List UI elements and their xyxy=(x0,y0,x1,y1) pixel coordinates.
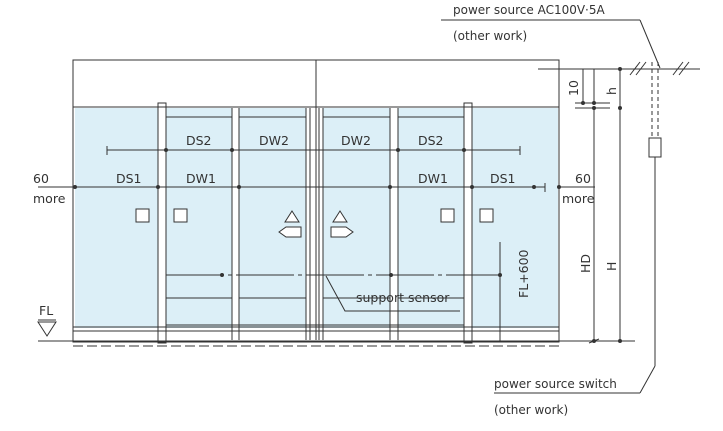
left-clearance-more: more xyxy=(33,191,66,206)
fix-handle-left xyxy=(135,208,150,223)
power-wiring xyxy=(441,19,700,394)
h-total-label: H xyxy=(604,262,619,271)
fl-floor-marker xyxy=(37,321,57,337)
ten-mm-label: 10 xyxy=(566,80,581,96)
power-switch-box xyxy=(648,137,662,158)
power-source-note: (other work) xyxy=(453,29,527,43)
leaf-handle-right xyxy=(440,208,455,223)
dw2-right-label: DW2 xyxy=(341,133,371,148)
height-dimensions xyxy=(538,68,621,344)
power-source-label: power source AC100V·5A xyxy=(453,3,606,17)
fix-handle-right xyxy=(479,208,494,223)
left-clearance-value: 60 xyxy=(33,171,49,186)
hd-label: HD xyxy=(578,254,593,273)
door-frames xyxy=(157,102,473,344)
up-arrow-sign-right xyxy=(332,210,348,223)
right-arrow-sign xyxy=(330,226,354,238)
dw1-right-label: DW1 xyxy=(418,171,448,186)
ds2-right-label: DS2 xyxy=(418,133,444,148)
ds1-right-label: DS1 xyxy=(490,171,516,186)
power-switch-note: (other work) xyxy=(494,403,568,417)
fl-600-label: FL+600 xyxy=(516,249,531,298)
support-sensor-label: support sensor xyxy=(356,290,450,305)
sill xyxy=(38,326,635,347)
transom xyxy=(72,59,560,343)
right-clearance-more: more xyxy=(562,191,595,206)
fl-label: FL xyxy=(39,303,53,318)
power-switch-label: power source switch xyxy=(494,377,617,391)
h-transom-label: h xyxy=(604,87,619,95)
dimension-lines xyxy=(38,146,595,192)
ds2-left-label: DS2 xyxy=(186,133,212,148)
dimension-ticks xyxy=(73,148,561,189)
right-clearance-value: 60 xyxy=(575,171,591,186)
leaf-handle-left xyxy=(173,208,188,223)
ds1-left-label: DS1 xyxy=(116,171,142,186)
glass-panels xyxy=(75,108,558,328)
left-arrow-sign xyxy=(278,226,302,238)
door-symbols xyxy=(135,208,494,238)
up-arrow-sign-left xyxy=(284,210,300,223)
dw1-left-label: DW1 xyxy=(186,171,216,186)
dw2-left-label: DW2 xyxy=(259,133,289,148)
